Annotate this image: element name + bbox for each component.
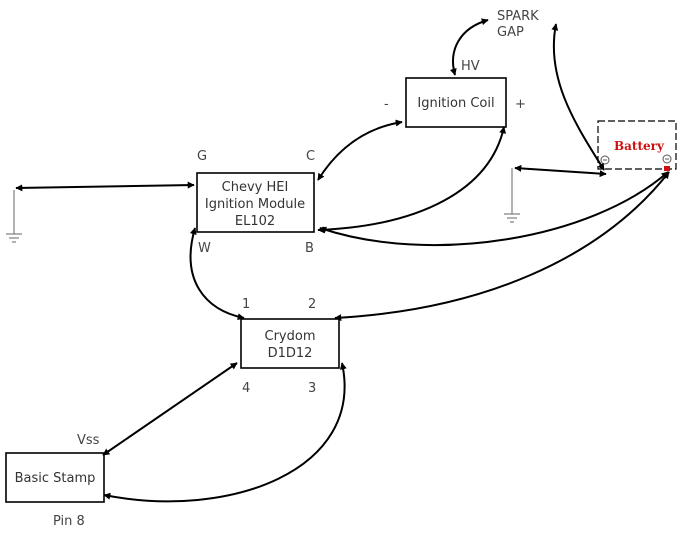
crydom-label-line1: Crydom (265, 329, 316, 344)
basic-stamp-vss-label: Vss (77, 433, 100, 448)
hei-pin-b-label: B (305, 241, 314, 256)
crydom-pin4-label: 4 (242, 381, 250, 396)
crydom-pin2-label: 2 (308, 297, 316, 312)
wire-hei-b-to-battery-positive (319, 171, 669, 247)
crydom-relay: Crydom D1D12 1 2 4 3 (240, 297, 340, 396)
wire-hei-w-to-crydom-1 (189, 227, 245, 321)
crydom-label-line2: D1D12 (268, 346, 313, 361)
ignition-coil-minus-label: - (384, 97, 389, 112)
battery-negative-terminal-icon (600, 155, 610, 165)
battery-label: Battery (614, 139, 665, 153)
wire-ground-to-battery-negative (514, 164, 607, 178)
wire-ground-to-hei-g (15, 181, 195, 192)
hei-module-label-line1: Chevy HEI (222, 180, 289, 195)
wire-spark-gap-to-coil-hv (449, 18, 489, 76)
crydom-pin1-label: 1 (242, 297, 250, 312)
wire-crydom-2-to-battery-positive (334, 171, 670, 322)
ignition-coil: Ignition Coil HV - + (384, 59, 526, 128)
spark-gap-label-line1: SPARK (497, 9, 539, 24)
ground-symbol-right (504, 168, 520, 223)
hei-pin-g-label: G (197, 149, 207, 164)
basic-stamp-pin-label: Pin 8 (53, 514, 85, 529)
hei-pin-c-label: C (306, 149, 315, 164)
crydom-pin3-label: 3 (308, 381, 316, 396)
hei-ignition-module: Chevy HEI Ignition Module EL102 G C W B (196, 149, 315, 256)
spark-gap-label-line2: GAP (497, 25, 524, 40)
wire-crydom-4-to-stamp-vss (102, 362, 238, 456)
ground-symbol-left (6, 190, 22, 243)
hei-pin-w-label: W (198, 241, 211, 256)
wire-spark-gap-to-battery (551, 23, 605, 171)
battery: Battery (597, 120, 677, 171)
battery-positive-terminal-icon (662, 154, 672, 171)
hei-module-label-line3: EL102 (235, 214, 275, 229)
ignition-coil-plus-label: + (515, 97, 526, 112)
wire-crydom-3-to-stamp-pin8 (103, 362, 347, 503)
spark-gap: SPARK GAP (497, 9, 539, 40)
ignition-coil-label: Ignition Coil (417, 96, 494, 111)
wire-coil-plus-to-hei-b (317, 126, 507, 234)
basic-stamp-label: Basic Stamp (15, 471, 96, 486)
wire-hei-c-to-coil-minus (317, 119, 403, 181)
basic-stamp: Basic Stamp Vss Pin 8 (5, 433, 105, 529)
ignition-coil-hv-label: HV (461, 59, 480, 74)
hei-module-label-line2: Ignition Module (205, 197, 305, 212)
wires (15, 18, 670, 503)
